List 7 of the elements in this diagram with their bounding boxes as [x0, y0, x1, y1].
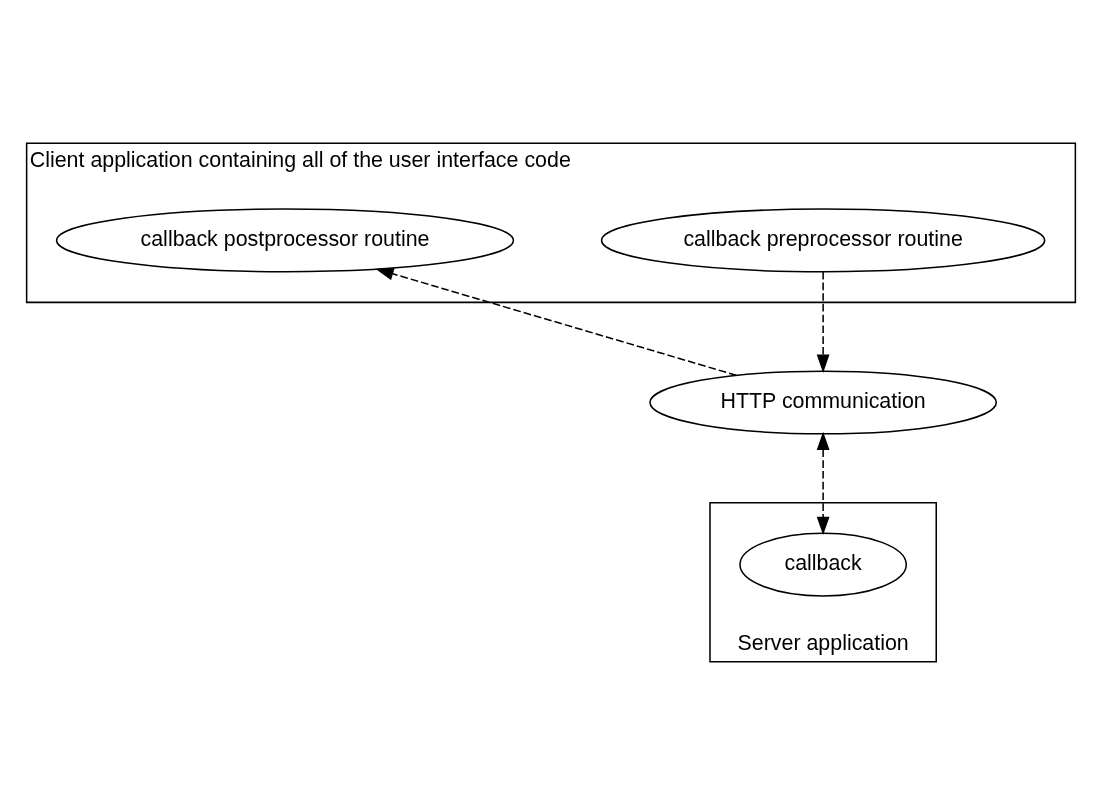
arrow: [816, 271, 830, 373]
node-ellipse: callback preprocessor routine: [600, 208, 1046, 273]
node-ellipse: HTTP communication: [649, 370, 998, 435]
node-ellipse: callback postprocessor routine: [55, 208, 515, 273]
arrow: [816, 431, 830, 536]
node-ellipse: callback: [739, 532, 908, 597]
arrow: [375, 267, 738, 377]
